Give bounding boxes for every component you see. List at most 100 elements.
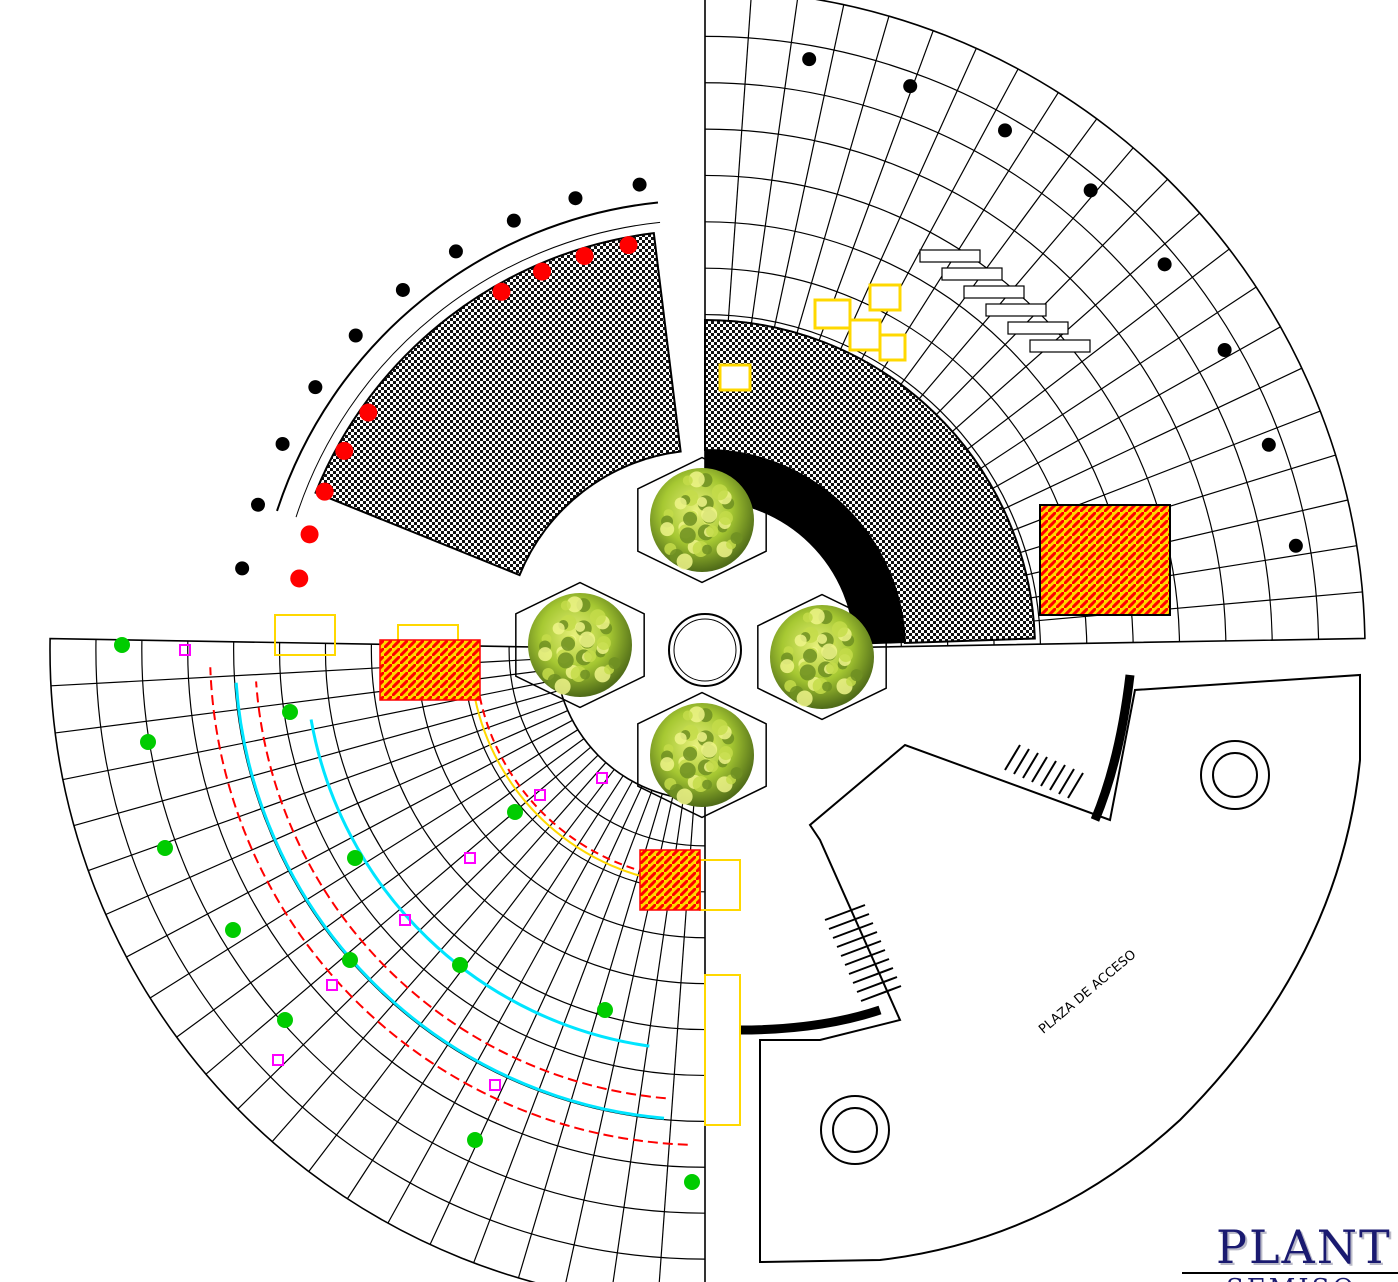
tree-foliage	[660, 522, 675, 537]
tree-foliage	[679, 527, 696, 544]
lamp-post	[1261, 437, 1276, 452]
stair-tread	[824, 904, 866, 921]
tree-south	[650, 703, 754, 807]
tree-foliage	[660, 757, 675, 772]
fountain-inner	[1212, 752, 1258, 798]
furniture-table	[718, 363, 752, 392]
tree-west	[528, 593, 632, 697]
tree-foliage	[676, 788, 693, 805]
planting-symbol	[452, 957, 468, 973]
marker-symbol	[326, 979, 338, 991]
planting-symbol	[347, 850, 363, 866]
tree-foliage	[850, 669, 863, 682]
stair-tread	[852, 967, 894, 984]
marker-symbol	[489, 1079, 501, 1091]
yellow-furniture-outline	[274, 614, 336, 656]
central-circle-inner	[673, 618, 737, 682]
lamp-post	[308, 380, 323, 395]
planting-symbol	[225, 922, 241, 938]
tree-foliage	[674, 732, 687, 745]
planting-symbol	[684, 1174, 700, 1190]
tree-foliage	[538, 647, 553, 662]
tree-foliage	[808, 608, 825, 625]
planting-symbol	[467, 1132, 483, 1148]
seating-row	[919, 249, 981, 263]
tree-foliage	[589, 609, 606, 626]
planting-symbol	[114, 637, 130, 653]
yellow-furniture-outline	[704, 974, 741, 1126]
red-light	[575, 247, 594, 266]
tree-foliage	[683, 511, 698, 526]
tree-foliage	[718, 511, 733, 526]
tree-foliage	[730, 532, 743, 545]
marker-symbol	[272, 1054, 284, 1066]
tree-foliage	[554, 678, 571, 695]
tree-foliage	[688, 471, 705, 488]
red-light	[492, 282, 511, 301]
tree-foliage	[674, 497, 687, 510]
tree-east	[770, 605, 874, 709]
red-light	[300, 525, 319, 544]
lamp-post	[1288, 538, 1303, 553]
lamp-post	[802, 52, 817, 67]
northwest-outer-arc	[276, 201, 659, 512]
marker-symbol	[534, 789, 546, 801]
lamp-post	[1217, 343, 1232, 357]
tree-foliage	[822, 681, 833, 692]
tree-foliage	[730, 767, 743, 780]
tree-foliage	[683, 746, 698, 761]
auditorium-seating	[1039, 504, 1171, 616]
tree-foliage	[682, 475, 693, 486]
tree-foliage	[821, 643, 838, 660]
tree-foliage	[688, 706, 705, 723]
furniture-table	[848, 318, 882, 352]
red-boundary-inner	[255, 681, 666, 1100]
tree-foliage	[794, 634, 807, 647]
lamp-post	[275, 436, 290, 451]
lamp-post	[903, 79, 918, 94]
seating-row	[985, 303, 1047, 317]
tree-foliage	[580, 669, 591, 680]
stair-tread	[1058, 768, 1075, 795]
planting-symbol	[597, 1002, 613, 1018]
stair-tread	[1013, 748, 1030, 775]
tree-foliage	[803, 648, 818, 663]
stair-tread	[1049, 764, 1066, 791]
planting-symbol	[342, 952, 358, 968]
northeast-building-wall	[705, 450, 905, 645]
stair-tread	[1022, 752, 1039, 779]
stair-tread	[1040, 760, 1057, 787]
plan-linework	[49, 0, 1366, 1282]
stair-tread	[848, 958, 890, 975]
planter-bed	[379, 639, 481, 701]
red-light	[533, 262, 552, 281]
tree-foliage	[701, 741, 718, 758]
planting-symbol	[157, 840, 173, 856]
drawing-subtitle: SEMISO	[1226, 1274, 1357, 1282]
tree-foliage	[826, 662, 839, 675]
stair-tread	[832, 922, 874, 939]
lamp-post	[348, 328, 363, 343]
furniture-table	[868, 283, 902, 312]
tree-foliage	[552, 622, 565, 635]
tree-foliage	[561, 636, 576, 651]
marker-symbol	[464, 852, 476, 864]
cyan-path-inner	[309, 719, 650, 1048]
red-light	[619, 236, 638, 255]
plaza-annotation: PLAZA DE ACCESO	[1036, 947, 1139, 1037]
fountain-inner	[832, 1107, 878, 1153]
fountain-outer	[820, 1095, 890, 1165]
lamp-post	[998, 123, 1012, 138]
lamp-post	[448, 244, 463, 259]
tree-foliage	[682, 710, 693, 721]
title-underline	[1182, 1272, 1398, 1274]
tree-foliage	[817, 634, 828, 645]
tree-foliage	[697, 732, 708, 743]
seating-row	[963, 285, 1025, 299]
planter-outline	[637, 456, 767, 584]
lamp-post	[235, 561, 250, 576]
lamp-post	[395, 282, 410, 297]
tree-foliage	[608, 657, 621, 670]
tree-foliage	[711, 719, 728, 736]
